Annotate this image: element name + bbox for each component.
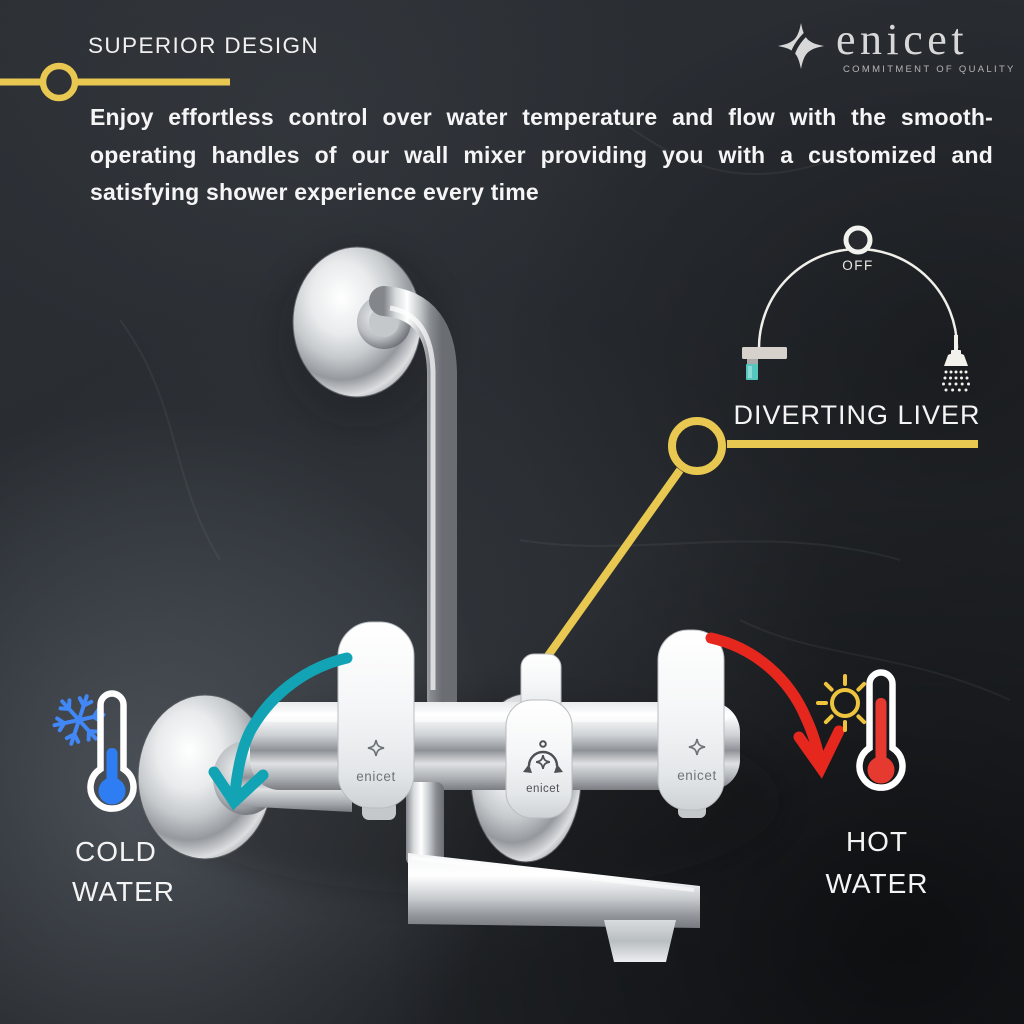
brand-name: enicet — [836, 15, 969, 64]
off-indicator-ring — [843, 225, 873, 255]
hot-handle — [657, 629, 725, 811]
cold-water-label-line2: WATER — [72, 876, 175, 907]
shower-head-icon — [942, 335, 970, 392]
wall-texture — [119, 119, 1011, 701]
brand-tagline: COMMITMENT OF QUALITY — [843, 64, 1016, 75]
intro-paragraph: Enjoy effortless control over water temp… — [90, 104, 993, 205]
diverter-diagram: OFF DIVERTING LIVER — [733, 225, 980, 430]
hot-water-label-line2: WATER — [826, 868, 929, 899]
spout-aerator — [604, 920, 676, 962]
cold-handle — [337, 621, 415, 809]
diverting-liver-label: DIVERTING LIVER — [733, 400, 980, 430]
hot-water-group: HOT WATER — [816, 669, 929, 899]
wall-mixer-illustration: enicet enicet enicet — [137, 246, 780, 962]
diverter-lever — [505, 699, 573, 819]
hot-arrow-icon — [705, 632, 845, 779]
callout-ring — [668, 417, 726, 475]
svg-text:enicet: enicet — [356, 769, 396, 784]
accent-rule — [0, 62, 230, 102]
cold-water-group: COLD WATER — [51, 690, 175, 907]
svg-text:enicet: enicet — [677, 768, 717, 783]
cold-water-label-line1: COLD — [75, 836, 157, 867]
callout-line-diagonal — [541, 467, 684, 663]
cold-arrow-icon — [208, 652, 353, 811]
spout-arm — [408, 853, 700, 928]
diverter-rotation-icon — [523, 740, 563, 773]
riser-pipe — [369, 286, 457, 715]
accent-ring — [39, 62, 79, 102]
hot-water-label-line1: HOT — [846, 826, 908, 857]
cold-handle-brand-mark: enicet — [356, 739, 396, 784]
off-label: OFF — [842, 258, 874, 273]
diverter-brand-mark: enicet — [526, 783, 560, 795]
diverter-callout — [541, 417, 978, 663]
superior-design-heading: SUPERIOR DESIGN — [88, 33, 320, 58]
tap-spout-icon — [742, 347, 787, 380]
cold-thermometer-icon — [87, 690, 137, 812]
brand-star-icon — [778, 23, 824, 69]
hot-thermometer-icon — [856, 669, 906, 791]
spout-elbow — [406, 782, 444, 866]
hot-handle-brand-mark: enicet — [677, 738, 717, 783]
sun-icon — [816, 674, 867, 732]
